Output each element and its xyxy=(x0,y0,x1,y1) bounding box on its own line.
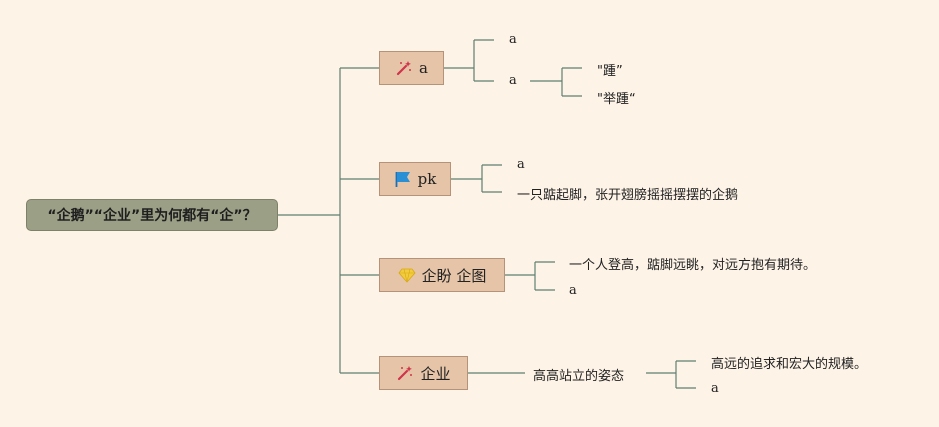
magic-wand-icon xyxy=(395,59,413,77)
subtopic-2-2[interactable]: 一只踮起脚，张开翅膀摇摇摆摆的企鹅 xyxy=(517,188,739,203)
subtopic-1-2[interactable]: a xyxy=(509,73,517,88)
subtopic-1-2-2[interactable]: "举踵“ xyxy=(597,92,636,107)
subtopic-2-1[interactable]: a xyxy=(517,157,525,172)
diamond-icon xyxy=(398,266,416,284)
branch-topic-4-label: 企业 xyxy=(420,364,451,383)
subtopic-1-2-1[interactable]: "踵” xyxy=(597,64,623,79)
root-topic[interactable]: “企鹅”“企业”里为何都有“企”？ xyxy=(26,199,278,231)
branch-topic-2[interactable]: pk xyxy=(379,162,451,196)
subtopic-4-1-2[interactable]: a xyxy=(711,381,719,396)
branch-topic-1-label: a xyxy=(419,59,428,77)
branch-topic-4[interactable]: 企业 xyxy=(379,356,468,390)
branch-topic-2-label: pk xyxy=(417,170,437,188)
subtopic-1-1[interactable]: a xyxy=(509,32,517,47)
branch-topic-3-label: 企盼 企图 xyxy=(421,266,487,285)
subtopic-3-1[interactable]: 一个人登高，踮脚远眺，对远方抱有期待。 xyxy=(569,258,817,273)
flag-icon xyxy=(394,170,412,188)
branch-topic-3[interactable]: 企盼 企图 xyxy=(379,258,505,292)
branch-topic-1[interactable]: a xyxy=(379,51,444,85)
root-topic-label: “企鹅”“企业”里为何都有“企”？ xyxy=(47,208,257,224)
subtopic-3-2[interactable]: a xyxy=(569,283,577,298)
magic-wand-icon xyxy=(396,364,414,382)
subtopic-4-1[interactable]: 高高站立的姿态 xyxy=(533,369,625,384)
subtopic-4-1-1[interactable]: 高远的追求和宏大的规模。 xyxy=(711,357,868,372)
